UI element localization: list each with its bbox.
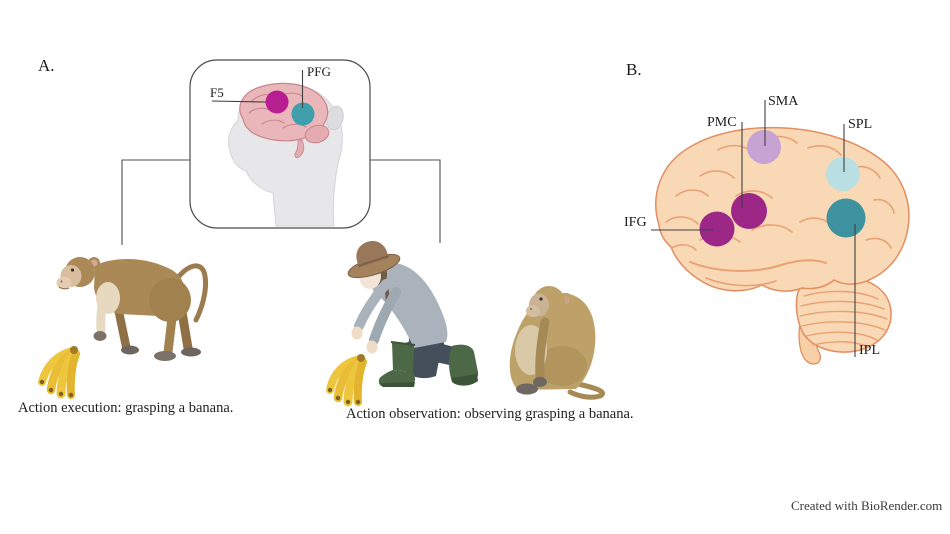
f5-leader-line <box>211 100 267 103</box>
person-hand-near <box>366 340 378 354</box>
monkey-brainstem <box>294 139 305 159</box>
person-rear-boot-sole <box>452 374 478 386</box>
ifg-marker <box>699 211 735 247</box>
person-hand-far <box>351 326 363 340</box>
monkey-arm <box>535 317 550 381</box>
spl-marker <box>826 157 860 191</box>
monkey-nostril <box>530 308 532 310</box>
monkey-near-hind-foot <box>154 351 176 361</box>
monkey-near-hind-leg <box>163 313 177 357</box>
cerebrum-sulci <box>665 135 895 287</box>
biorender-credit: Created with BioRender.com <box>791 498 943 513</box>
monkey-haunch <box>537 346 587 386</box>
cerebellum-striations <box>799 290 888 348</box>
monkey-haunch <box>149 278 191 322</box>
connector-left <box>121 159 190 245</box>
monkey-tail <box>567 381 605 400</box>
monkey-tail <box>173 263 209 323</box>
walking-monkey-illustration <box>56 257 209 361</box>
sitting-monkey-illustration <box>509 286 605 400</box>
connector-right <box>370 159 441 243</box>
pmc-label: PMC <box>707 115 737 130</box>
monkey-reaching-arm <box>96 285 109 335</box>
person-arm-near <box>369 287 401 345</box>
monkey-eye <box>70 268 75 272</box>
caption-action-execution: Action execution: grasping a banana. <box>18 400 234 416</box>
monkey-far-hind-leg <box>177 307 193 353</box>
spl-label: SPL <box>848 117 873 132</box>
person-hat <box>347 241 401 279</box>
monkey-mouth <box>58 286 70 290</box>
monkey-nostril <box>60 280 63 283</box>
person-rear-boot <box>449 344 479 385</box>
banana-bunch-left <box>38 346 80 399</box>
monkey-far-front-foot <box>121 345 139 355</box>
monkey-muzzle <box>56 276 72 290</box>
panel-b-label: B. <box>626 60 642 79</box>
ipl-label: IPL <box>859 343 880 358</box>
pmc-marker <box>731 193 767 229</box>
f5-marker <box>265 90 289 114</box>
pfg-marker <box>291 102 315 126</box>
monkey-far-hind-foot <box>181 347 201 357</box>
monkey-hand <box>533 377 547 387</box>
panel-a-label: A. <box>38 56 55 75</box>
pfg-label: PFG <box>307 64 331 79</box>
monkey-hand <box>93 331 107 341</box>
monkey-brain-inset-illustration <box>211 70 344 227</box>
ipl-marker <box>826 198 866 238</box>
ifg-label: IFG <box>624 215 647 230</box>
banana-stem <box>357 354 365 362</box>
monkey-muzzle <box>526 305 540 317</box>
monkey-cerebellum <box>304 124 330 144</box>
person-arm-far <box>354 279 391 331</box>
f5-label: F5 <box>210 85 224 100</box>
person-front-boot-sole <box>380 382 415 387</box>
banana-bunch-right <box>326 354 367 407</box>
person-boot-rim <box>390 341 416 346</box>
monkey-foot <box>516 383 538 395</box>
sma-marker <box>747 130 781 164</box>
cerebrum <box>655 126 910 292</box>
person-front-boot-shaft <box>392 342 414 372</box>
monkey-eye <box>539 297 543 301</box>
sma-label: SMA <box>768 94 799 109</box>
kneeling-person-illustration <box>347 241 479 387</box>
caption-action-observation: Action observation: observing grasping a… <box>346 406 634 422</box>
banana-stem <box>70 346 78 354</box>
human-brain-illustration <box>651 100 910 365</box>
